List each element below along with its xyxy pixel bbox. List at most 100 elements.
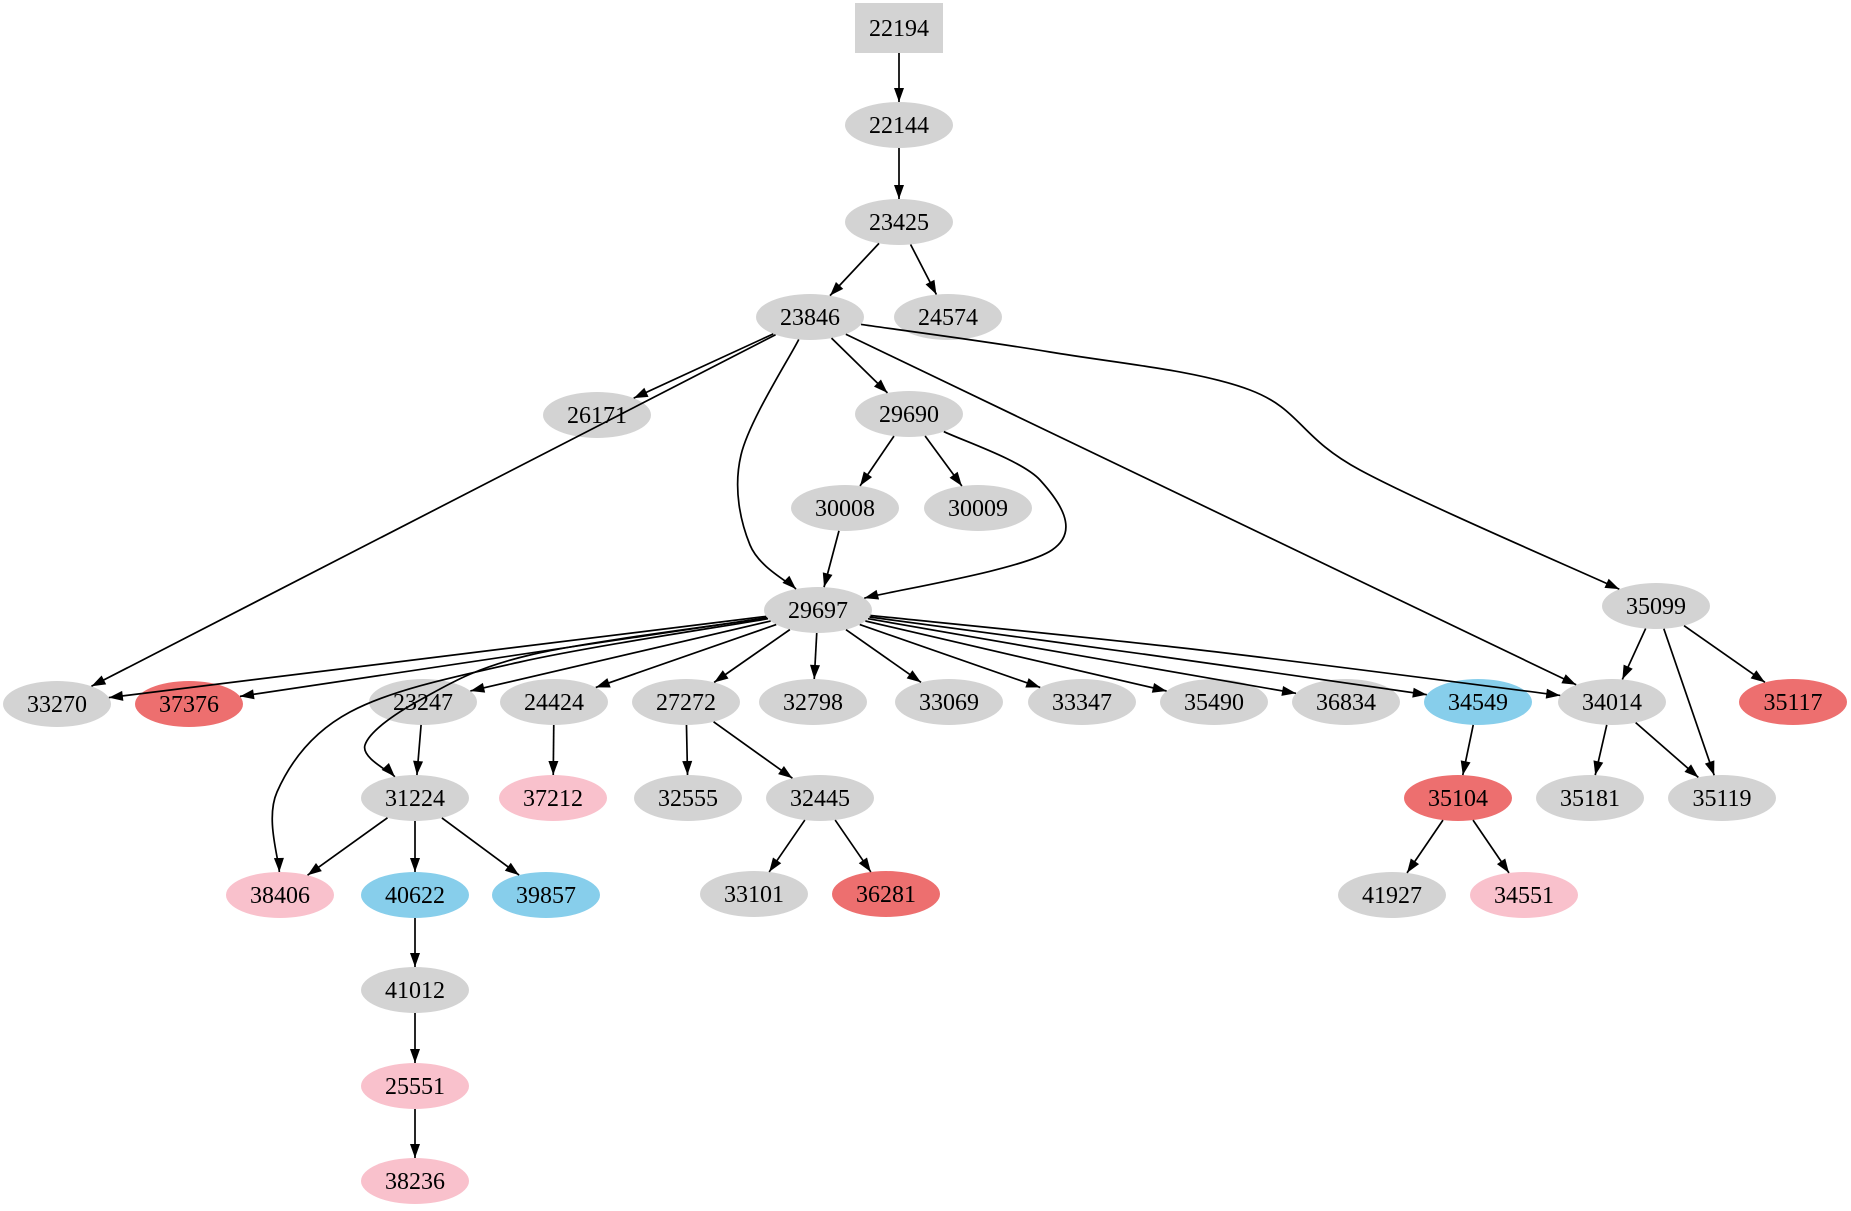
node-23247: 23247 (369, 679, 477, 725)
node-22144-shape (845, 102, 953, 148)
edge-23425-24574 (909, 244, 938, 295)
node-29697: 29697 (764, 587, 872, 633)
node-33347-shape (1028, 679, 1136, 725)
node-32555-label: 32555 (658, 786, 718, 812)
node-33347-label: 33347 (1052, 690, 1112, 716)
node-34014: 34014 (1558, 679, 1666, 725)
node-22194-shape (855, 3, 943, 53)
node-37376-label: 37376 (159, 692, 219, 718)
node-22144: 22144 (845, 102, 953, 148)
edge-32445-36281 (834, 819, 872, 873)
node-34549-label: 34549 (1448, 690, 1508, 716)
edge-34549-35104 (1460, 724, 1475, 776)
edge-31224-39857 (441, 817, 520, 876)
node-35099-shape (1602, 583, 1710, 629)
edge-29690-29697 (864, 430, 1067, 600)
node-33069-label: 33069 (919, 690, 979, 716)
node-31224: 31224 (361, 775, 469, 821)
node-23425-label: 23425 (869, 210, 929, 236)
node-23247-label: 23247 (393, 690, 453, 716)
edge-34014-35119 (1635, 722, 1699, 778)
node-29690: 29690 (855, 391, 963, 437)
node-25551-shape (361, 1063, 469, 1109)
node-38236-shape (361, 1158, 469, 1204)
node-23846-shape (756, 294, 864, 340)
edge-29690-30008 (859, 435, 895, 487)
node-36281-shape (832, 871, 940, 917)
edge-30008-29697 (822, 530, 840, 588)
node-36834: 36834 (1292, 679, 1400, 725)
edge-29697-32798 (810, 632, 821, 680)
node-22194-label: 22194 (869, 16, 929, 42)
node-39857: 39857 (492, 872, 600, 918)
graph-edges (91, 53, 1766, 1158)
node-37212-shape (499, 775, 607, 821)
node-32798: 32798 (759, 679, 867, 725)
node-41012-label: 41012 (385, 978, 445, 1004)
node-33347: 33347 (1028, 679, 1136, 725)
node-41012-shape (361, 967, 469, 1013)
node-33069-shape (895, 679, 1003, 725)
node-34551-shape (1470, 872, 1578, 918)
node-41927: 41927 (1338, 872, 1446, 918)
node-37376: 37376 (135, 681, 243, 727)
node-33069: 33069 (895, 679, 1003, 725)
node-26171-shape (543, 392, 651, 438)
node-35490-label: 35490 (1184, 690, 1244, 716)
node-23846: 23846 (756, 294, 864, 340)
node-26171: 26171 (543, 392, 651, 438)
node-36281-label: 36281 (856, 882, 916, 908)
node-30008-label: 30008 (815, 496, 875, 522)
node-38406: 38406 (226, 872, 334, 918)
node-35119-label: 35119 (1692, 786, 1751, 812)
edge-29697-24424 (595, 623, 777, 689)
node-35117: 35117 (1739, 679, 1847, 725)
node-32798-shape (759, 679, 867, 725)
edge-35099-35119 (1663, 628, 1715, 776)
edge-29697-33347 (859, 623, 1041, 689)
node-35490: 35490 (1160, 679, 1268, 725)
node-35104-label: 35104 (1428, 786, 1488, 812)
node-32798-label: 32798 (783, 690, 843, 716)
node-33270-label: 33270 (27, 692, 87, 718)
node-22144-label: 22144 (869, 113, 929, 139)
node-35181-shape (1536, 775, 1644, 821)
node-30009-label: 30009 (948, 496, 1008, 522)
edge-35104-41927 (1406, 819, 1444, 874)
node-27272-shape (632, 679, 740, 725)
node-34551-label: 34551 (1494, 883, 1554, 909)
node-24424: 24424 (500, 679, 608, 725)
node-33270-shape (3, 681, 111, 727)
node-40622-label: 40622 (385, 883, 445, 909)
edge-29697-34014 (870, 614, 1561, 699)
node-35181: 35181 (1536, 775, 1644, 821)
node-34549-shape (1424, 679, 1532, 725)
edge-29697-35490 (865, 620, 1167, 693)
node-23425: 23425 (845, 199, 953, 245)
node-41012: 41012 (361, 967, 469, 1013)
node-24424-shape (500, 679, 608, 725)
node-38406-label: 38406 (250, 883, 310, 909)
edge-29697-23247 (470, 620, 771, 693)
edge-29697-34549 (869, 616, 1427, 698)
node-33270: 33270 (3, 681, 111, 727)
node-24424-label: 24424 (524, 690, 584, 716)
node-32555: 32555 (634, 775, 742, 821)
node-30009-shape (924, 485, 1032, 531)
node-24574-label: 24574 (918, 305, 978, 331)
node-32445-label: 32445 (790, 786, 850, 812)
node-36281: 36281 (832, 871, 940, 917)
node-35490-shape (1160, 679, 1268, 725)
node-35119: 35119 (1668, 775, 1776, 821)
node-35117-label: 35117 (1763, 690, 1822, 716)
node-32445-shape (766, 775, 874, 821)
node-31224-shape (361, 775, 469, 821)
edge-29697-33270 (108, 615, 767, 701)
edge-23846-35099 (860, 323, 1620, 590)
node-36834-shape (1292, 679, 1400, 725)
node-35099-label: 35099 (1626, 594, 1686, 620)
edge-35099-35117 (1683, 624, 1766, 684)
node-30009: 30009 (924, 485, 1032, 531)
edge-23846-29690 (830, 337, 889, 394)
